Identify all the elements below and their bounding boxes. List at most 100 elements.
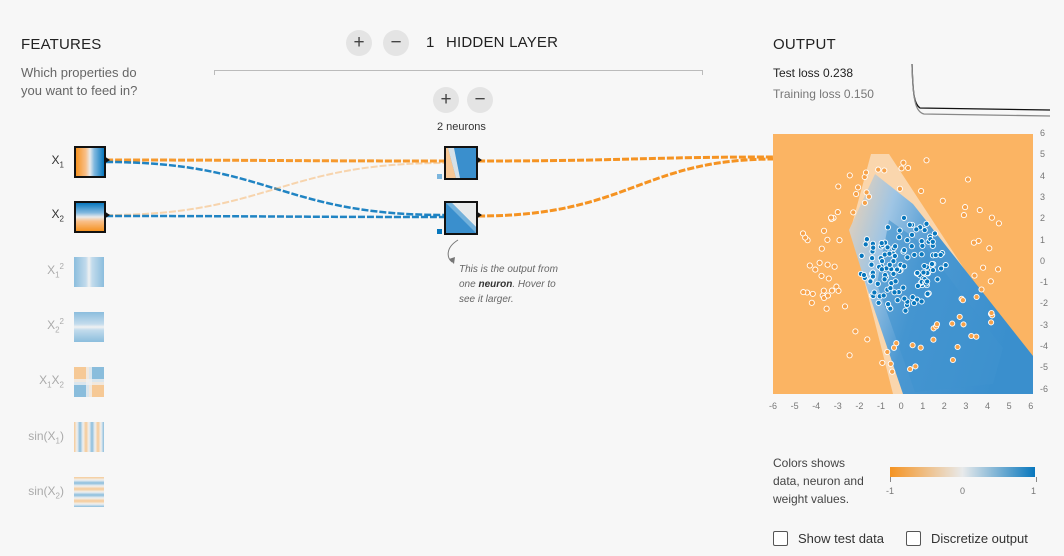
blue-point bbox=[869, 273, 877, 280]
legend-mid: 0 bbox=[960, 486, 966, 496]
color-legend-text: Colors shows data, neuron and weight val… bbox=[773, 456, 864, 506]
blue-point bbox=[879, 258, 886, 265]
feature-x1[interactable] bbox=[74, 146, 106, 178]
orange-point bbox=[824, 292, 831, 299]
orange-point bbox=[806, 262, 813, 269]
blue-point bbox=[878, 266, 885, 273]
orange-point bbox=[818, 272, 825, 279]
blue-point bbox=[924, 278, 931, 285]
blue-point bbox=[896, 234, 903, 241]
legend-ticks bbox=[890, 477, 1037, 482]
blue-point bbox=[902, 307, 909, 314]
blue-point bbox=[871, 289, 878, 296]
blue-point bbox=[886, 261, 893, 268]
checkbox-icon[interactable] bbox=[773, 531, 788, 546]
add-layer-button[interactable]: + bbox=[346, 30, 372, 56]
blue-point bbox=[928, 260, 936, 268]
orange-point bbox=[980, 264, 987, 271]
feature-label-sin-x1: sin(X1) bbox=[28, 429, 64, 446]
feature-label-sin-x2: sin(X2) bbox=[28, 484, 64, 501]
orange-point bbox=[828, 214, 835, 221]
blue-point bbox=[885, 301, 892, 308]
blue-point bbox=[901, 263, 908, 270]
remove-neuron-button[interactable]: − bbox=[467, 87, 493, 113]
feature-x1x2[interactable] bbox=[74, 367, 104, 397]
orange-point bbox=[896, 185, 903, 192]
checkbox-icon[interactable] bbox=[906, 531, 921, 546]
orange-point bbox=[907, 366, 914, 373]
orange-point bbox=[968, 332, 975, 340]
orange-point bbox=[864, 336, 871, 343]
output-heatmap bbox=[773, 134, 1033, 394]
feature-sin-x2[interactable] bbox=[74, 477, 104, 507]
orange-point bbox=[917, 344, 924, 351]
orange-point bbox=[987, 278, 994, 285]
neurons-count-label: 2 neurons bbox=[437, 121, 486, 133]
orange-point bbox=[820, 227, 828, 234]
remove-layer-button[interactable]: − bbox=[383, 30, 409, 56]
blue-point bbox=[921, 227, 928, 234]
add-neuron-button[interactable]: + bbox=[433, 87, 459, 113]
blue-point bbox=[886, 250, 893, 257]
neuron-2[interactable] bbox=[444, 201, 478, 235]
orange-point bbox=[900, 159, 907, 166]
x-tick: 2 bbox=[941, 401, 947, 411]
blue-point bbox=[911, 300, 918, 307]
x-tick: 0 bbox=[898, 401, 904, 411]
y-tick: -3 bbox=[1040, 319, 1049, 330]
y-tick: 6 bbox=[1040, 128, 1046, 138]
orange-point bbox=[862, 169, 870, 176]
feature-x2-squared[interactable] bbox=[74, 312, 104, 342]
feature-label-x2: X2 bbox=[51, 207, 64, 224]
neuron-2-arrow-icon bbox=[476, 211, 482, 219]
orange-point bbox=[887, 360, 894, 367]
orange-point bbox=[881, 167, 888, 174]
orange-point bbox=[863, 189, 870, 196]
feature-x1-squared[interactable] bbox=[74, 257, 104, 287]
orange-point bbox=[956, 313, 963, 320]
hidden-layer-count: 1 bbox=[426, 34, 435, 51]
y-tick: 1 bbox=[1040, 234, 1046, 245]
blue-point bbox=[923, 220, 930, 227]
y-tick: 5 bbox=[1040, 149, 1046, 160]
feature-x2-arrow-icon bbox=[104, 211, 110, 219]
blue-point bbox=[938, 265, 945, 272]
loss-chart bbox=[911, 64, 1051, 117]
discretize-output-checkbox[interactable]: Discretize output bbox=[906, 531, 1028, 546]
output-title: OUTPUT bbox=[773, 36, 836, 53]
blue-point bbox=[887, 285, 894, 292]
orange-point bbox=[949, 356, 956, 364]
orange-point bbox=[812, 266, 819, 273]
orange-point bbox=[898, 165, 905, 172]
orange-point bbox=[988, 309, 995, 317]
orange-point bbox=[978, 286, 985, 293]
blue-point bbox=[911, 251, 918, 258]
blue-point bbox=[914, 269, 921, 276]
neuron-1[interactable] bbox=[444, 146, 478, 180]
blue-point bbox=[860, 271, 868, 279]
orange-point bbox=[949, 320, 956, 327]
blue-point bbox=[870, 244, 877, 251]
blue-point bbox=[900, 214, 908, 221]
orange-point bbox=[825, 275, 832, 282]
orange-point bbox=[809, 290, 816, 297]
orange-point bbox=[828, 287, 836, 294]
show-test-data-checkbox[interactable]: Show test data bbox=[773, 531, 884, 546]
x-tick: 1 bbox=[920, 401, 926, 411]
feature-sin-x1[interactable] bbox=[74, 422, 104, 452]
link-x2-n2 bbox=[105, 214, 445, 219]
orange-point bbox=[959, 297, 966, 304]
orange-point bbox=[918, 187, 925, 195]
blue-point bbox=[908, 231, 916, 238]
training-loss: Training loss 0.150 bbox=[773, 87, 874, 101]
blue-point bbox=[894, 297, 901, 304]
feature-x2[interactable] bbox=[74, 201, 106, 233]
orange-point bbox=[960, 212, 967, 219]
orange-point bbox=[973, 293, 980, 301]
feature-label-x2-squared: X22 bbox=[47, 317, 64, 335]
link-x1-n1 bbox=[105, 158, 445, 163]
orange-point bbox=[930, 336, 937, 343]
orange-point bbox=[831, 263, 838, 270]
x-tick: 4 bbox=[985, 401, 991, 411]
orange-point bbox=[923, 157, 930, 164]
